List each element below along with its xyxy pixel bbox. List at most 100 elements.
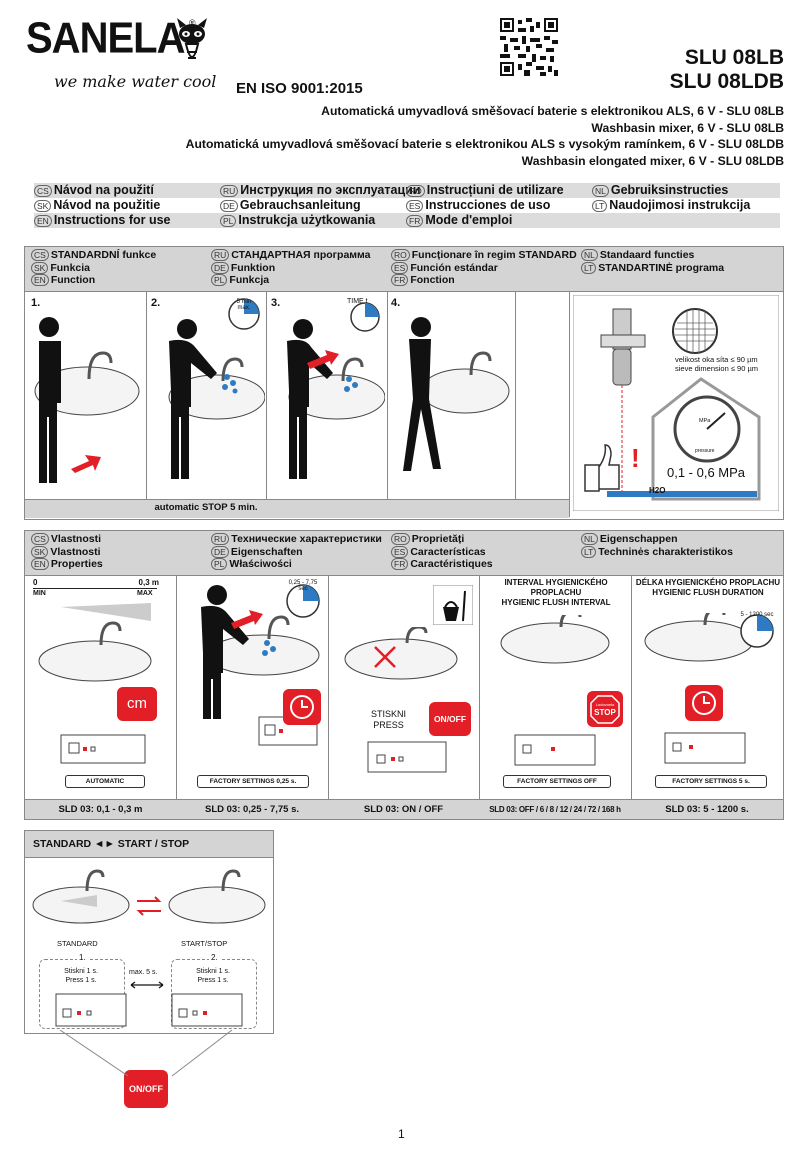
step-1-number: 1. [77, 953, 88, 962]
language-code: RO [391, 533, 410, 546]
control-box-icon [171, 993, 243, 1027]
stopwatch-icon [228, 298, 260, 330]
language-code: RU [211, 533, 230, 546]
language-code: FR [391, 558, 409, 571]
language-code: EN [34, 214, 52, 227]
language-code: DE [211, 545, 229, 558]
label-startstop: START/STOP [181, 939, 228, 948]
pressure-range: 0,1 - 0,6 MPa [667, 465, 746, 480]
sieve-text: sieve dimension ≤ 90 µm [675, 364, 759, 373]
stop-sign-top: Lodovoela [595, 702, 615, 707]
language-code: SK [31, 261, 49, 274]
range-min-label: 0 [33, 578, 38, 587]
language-code: EN [31, 274, 49, 287]
heading-label: Function [50, 274, 96, 286]
heading-label: Funcționare în regim STANDARD [411, 249, 577, 261]
heading-label: Funkcja [229, 274, 270, 286]
clock-button-icon [283, 689, 321, 725]
language-code: NL [592, 184, 609, 197]
timer-label: 5 - 1200 sec [740, 612, 774, 618]
interval-title: INTERVAL HYGIENICKÉHO PROPLACHU HYGIENIC… [481, 578, 631, 608]
heading-label: Función estándar [410, 261, 498, 274]
heading-label: Vlastnosti [50, 533, 101, 545]
language-code: NL [581, 533, 598, 546]
heading-label: Fonction [410, 274, 455, 286]
heading-label: Funkcia [50, 261, 91, 274]
heading-label: Características [410, 545, 486, 558]
duration-title: DÉLKA HYGIENICKÉHO PROPLACHU HYGIENIC FL… [633, 578, 783, 598]
standard-startstop-panel: STANDARD ◄► START / STOP STANDARD START/… [24, 830, 274, 1034]
stopwatch-icon [286, 584, 320, 618]
control-box-icon [55, 993, 127, 1027]
gauge-label: pressure [695, 448, 715, 454]
product-title: Automatická umyvadlová směšovací baterie… [321, 104, 784, 118]
warning-icon: ! [631, 443, 640, 473]
language-code: LT [581, 261, 597, 274]
sieve-text: velikost oka síta ≤ 90 µm [675, 355, 758, 364]
heading-label: Proprietăți [411, 533, 465, 545]
person-washing-illustration [168, 319, 265, 479]
heading-label: Технические характеристики [231, 533, 382, 545]
press-en: Press 1 s. [197, 977, 229, 984]
timer-t: TIME t [343, 297, 383, 333]
raccoon-mascot-icon [177, 18, 207, 59]
interval-title-cz: INTERVAL HYGIENICKÉHO PROPLACHU [504, 578, 608, 597]
product-title: Washbasin mixer, 6 V - SLU 08LB [591, 120, 784, 135]
sld-setting: SLD 03: 0,1 - 0,3 m [58, 804, 143, 815]
heading-label: Standaard functies [599, 249, 695, 261]
language-code: ES [406, 199, 424, 212]
language-label: Naudojimosi instrukcija [609, 198, 751, 212]
language-label: Gebrauchsanleitung [239, 198, 361, 212]
slogan: we make water cool [54, 72, 217, 91]
page-number: 1 [398, 1127, 405, 1141]
press-cz: Stiskni 1 s. [64, 968, 98, 975]
stopwatch-icon [740, 614, 774, 648]
range-scale: 0 0,3 m MIN MAX [33, 578, 169, 600]
min-label: MIN [33, 590, 46, 597]
language-code: RU [220, 184, 239, 197]
person-approaching-illustration [34, 317, 140, 483]
sld-setting: SLD 03: 0,25 - 7,75 s. [205, 804, 299, 815]
gauge-unit: MPa [699, 418, 711, 424]
language-label: Návod na použitie [53, 198, 161, 212]
control-box-icon [367, 741, 447, 773]
standard-panel-title: STANDARD ◄► START / STOP [25, 831, 273, 858]
automatic-stop-caption: automatic STOP 5 min. [154, 502, 258, 513]
language-label: Instrucciones de uso [425, 198, 551, 212]
timer-duration: 5 - 1200 sec [737, 609, 777, 649]
timer-label: TIME t [347, 298, 368, 305]
language-code: RU [211, 249, 230, 262]
language-label: Instrucțiuni de utilizare [426, 183, 564, 197]
setting-tag: FACTORY SETTINGS OFF [503, 775, 611, 788]
language-code: CS [34, 184, 52, 197]
language-label: Gebruiksinstructies [610, 183, 729, 197]
timer-label: 0,25 - 7,75 sec [288, 580, 318, 592]
language-code: CS [31, 249, 49, 262]
heading-label: Vlastnosti [50, 545, 101, 558]
clock-button-icon [685, 685, 723, 721]
connector-lines [59, 1030, 233, 1077]
language-label: Instructions for use [53, 213, 171, 227]
setting-tag: FACTORY SETTINGS 5 s. [655, 775, 767, 788]
sensor-range-illustration [38, 603, 152, 764]
model-sl08ldb: SLU 08LDB [669, 70, 784, 93]
language-code: FR [391, 274, 409, 287]
sld-settings-row: SLD 03: 0,1 - 0,3 m SLD 03: 0,25 - 7,75 … [25, 799, 783, 819]
product-title: Automatická umyvadlová směšovací baterie… [185, 137, 784, 152]
heading-label: Funktion [230, 261, 276, 274]
setting-tag: FACTORY SETTINGS 0,25 s. [197, 775, 309, 788]
language-code: PL [211, 274, 228, 287]
product-title: Washbasin elongated mixer, 6 V - SLU 08L… [521, 153, 784, 168]
language-code: ES [391, 261, 409, 274]
language-code: DE [211, 261, 229, 274]
